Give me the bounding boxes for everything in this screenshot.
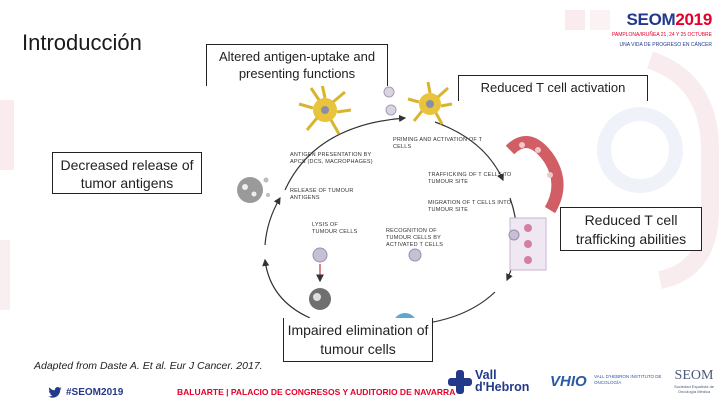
- footer-hashtag: #SEOM2019: [66, 387, 124, 398]
- step-lysis-label: LYSIS OF TUMOUR CELLS: [312, 222, 358, 235]
- blood-vessel-icon: [505, 136, 564, 214]
- t-cell-cluster-icon: [383, 86, 397, 116]
- callout-elimination: Impaired elimination of tumour cells: [283, 318, 433, 362]
- brand-tagline: UNA VIDA DE PROGRESO EN CÁNCER: [619, 42, 712, 48]
- tumour-cell-icon: [237, 177, 270, 203]
- brand-name: SEOM2019: [626, 10, 713, 29]
- callout-antigen-uptake: Altered antigen-uptake and presenting fu…: [206, 44, 388, 86]
- step-recognition-label: RECOGNITION OF TUMOUR CELLS BY ACTIVATED…: [386, 228, 444, 248]
- lysis-cells-icon: [309, 247, 331, 310]
- twitter-icon: [48, 387, 62, 398]
- cycle-arc-top-right: [434, 121, 504, 182]
- citation: Adapted from Daste A. Et al. Eur J Cance…: [34, 360, 263, 372]
- step-migration-label: MIGRATION OF T CELLS INTO TUMOUR SITE: [428, 200, 512, 213]
- footer-bar: #SEOM2019 BALUARTE | PALACIO DE CONGRESO…: [0, 380, 720, 405]
- vall-hebron-logo: Vall d'Hebron: [447, 368, 547, 398]
- callout-tumor-antigens: Decreased release of tumor antigens: [52, 152, 202, 194]
- seom-mark: SEOM: [674, 368, 714, 383]
- callout-trafficking: Reduced T cell trafficking abilities: [560, 207, 702, 251]
- cycle-arc-left-up: [264, 196, 281, 246]
- callout-t-cell-activation: Reduced T cell activation: [458, 75, 648, 101]
- dendritic-cell-icon: [407, 81, 453, 125]
- brand-venue-line: PAMPLONA/IRUÑEA 21, 24 Y 25 OCTUBRE: [611, 32, 712, 38]
- step-release-label: RELEASE OF TUMOUR ANTIGENS: [290, 188, 354, 201]
- seom2019-logo: SEOM2019 PAMPLONA/IRUÑEA 21, 24 Y 25 OCT…: [611, 6, 714, 52]
- vall-hebron-cross-icon: [448, 370, 472, 394]
- vhio-mark: VHIO: [550, 373, 587, 390]
- page-title: Introducción: [22, 30, 142, 55]
- dendritic-cell-icon: [298, 83, 352, 135]
- step-trafficking-label: TRAFFICKING OF T CELLS TO TUMOUR SITE: [428, 172, 512, 185]
- cycle-arc-left: [262, 258, 311, 319]
- step-antigen-presentation-label: ANTIGEN PRESENTATION BY APCS (DCS, MACRO…: [290, 152, 373, 165]
- cancer-immunity-cycle: [225, 80, 565, 360]
- vhio-subtitle: VALL D'HEBRON INSTITUTO DE ONCOLOGÍA: [594, 374, 662, 385]
- footer-venue: BALUARTE | PALACIO DE CONGRESOS Y AUDITO…: [177, 387, 456, 397]
- step-priming-label: PRIMING AND ACTIVATION OF T CELLS: [393, 137, 483, 150]
- vall-hebron-name: Vall d'Hebron: [475, 368, 530, 394]
- seom-logo: SEOM Sociedad Española de Oncología Médi…: [668, 368, 720, 400]
- trafficking-cells-icon: [508, 217, 547, 271]
- seom-subtitle: Sociedad Española de Oncología Médica: [673, 384, 715, 394]
- vhio-logo: VHIO VALL D'HEBRON INSTITUTO DE ONCOLOGÍ…: [548, 370, 668, 398]
- cycle-arc-top: [284, 114, 407, 191]
